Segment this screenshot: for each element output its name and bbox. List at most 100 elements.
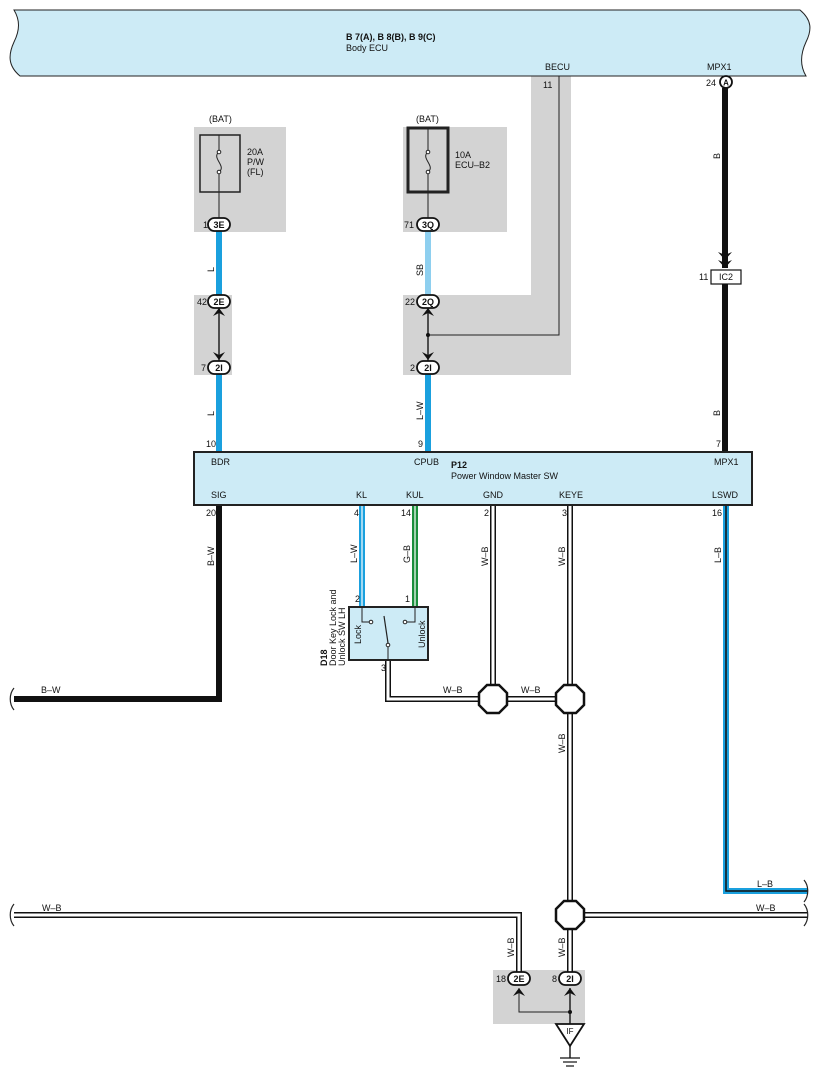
connector-2i-mid-label: 2I	[424, 363, 432, 373]
connector-3q-label: 3Q	[422, 220, 434, 230]
wire-labels: L L SB L–W B B B–W L–W G–B W–B W–B L–B W…	[41, 153, 776, 957]
connector-2i-left-label: 2I	[215, 363, 223, 373]
connector-2i-left-pin: 7	[201, 363, 206, 373]
mpx1-pin-num-ecu: 24	[706, 78, 716, 88]
shade-jc-2q-2i-mid	[403, 76, 571, 375]
connector-2i-mid	[416, 360, 440, 375]
label-b-bottom: B	[712, 410, 722, 416]
pin-num-keye: 3	[562, 508, 567, 518]
fuse-pw-terminal-bottom	[216, 169, 222, 175]
door-switch-unlock: Unlock	[417, 620, 427, 648]
connector-ic2	[710, 269, 742, 285]
label-wb-gnd: W–B	[480, 546, 490, 566]
connector-3e	[207, 217, 231, 232]
fuse-ecu-name: ECU–B2	[455, 160, 490, 170]
pin-label-cpub: CPUB	[414, 457, 439, 467]
connector-2q-label: 2Q	[422, 297, 434, 307]
wire-lb-core	[725, 505, 808, 892]
break-mark-icon	[803, 879, 809, 903]
wire-bw	[14, 505, 222, 702]
arrow-down-icon	[213, 352, 225, 360]
connector-2e-bottom	[507, 971, 531, 986]
connector-2q	[416, 294, 440, 309]
junction-arrows	[213, 252, 732, 996]
label-l-top: L	[206, 267, 216, 272]
fuse-pw-source: (BAT)	[209, 114, 232, 124]
switch-lever	[383, 615, 389, 644]
pin-label-kul: KUL	[406, 490, 424, 500]
connector-2e-top-label: 2E	[213, 297, 224, 307]
pin-label-gnd: GND	[483, 490, 504, 500]
fuse-ecu-terminal-bottom	[425, 169, 431, 175]
connector-2q-pin: 22	[405, 297, 415, 307]
label-lw-kl: L–W	[349, 544, 359, 563]
label-wb-2i: W–B	[557, 937, 567, 957]
label-bw-vert: B–W	[206, 546, 216, 566]
label-lb-vert: L–B	[713, 547, 723, 563]
connector-2i-bottom-label: 2I	[566, 974, 574, 984]
master-sw-id: P12	[451, 460, 467, 470]
becu-pin-label: BECU	[545, 62, 570, 72]
switch-terminal	[402, 619, 408, 625]
label-wb-h2: W–B	[521, 685, 541, 695]
door-switch-lock: Lock	[353, 624, 363, 644]
fuse-pw: (BAT) 20A P/W (FL)	[199, 114, 265, 218]
break-mark-icon	[803, 903, 809, 927]
label-wb-bottom-left: W–B	[42, 903, 62, 913]
connector-3e-pin: 1	[203, 220, 208, 230]
label-wb-keye: W–B	[557, 546, 567, 566]
wire-ground-join	[518, 988, 570, 1013]
pin-label-bdr: BDR	[211, 457, 231, 467]
wire-wb-d18-core	[386, 660, 570, 701]
switch-terminal	[368, 619, 374, 625]
pin-label-keye: KEYE	[559, 490, 583, 500]
master-sw-box	[193, 451, 753, 506]
break-marks	[9, 687, 809, 927]
label-b-top: B	[712, 153, 722, 159]
splice-octagon	[554, 899, 586, 931]
splices	[477, 683, 586, 931]
pin-num-lswd: 16	[712, 508, 722, 518]
wires	[14, 76, 808, 1058]
pin-num-kl: 4	[354, 508, 359, 518]
pin-num-kul: 14	[401, 508, 411, 518]
door-switch-pin-common: 3	[381, 663, 386, 673]
connector-a	[719, 75, 733, 89]
splice-dot	[426, 333, 430, 337]
pin-label-kl: KL	[356, 490, 367, 500]
connector-ic2-label: IC2	[719, 272, 733, 282]
master-sw-name: Power Window Master SW	[451, 471, 559, 481]
ground: IF	[554, 1023, 586, 1067]
fuse-pw-name2: (FL)	[247, 167, 264, 177]
wire-becu	[428, 76, 560, 336]
splice-octagon	[554, 683, 586, 715]
label-lb-horiz: L–B	[757, 879, 773, 889]
pin-num-cpub: 9	[418, 439, 423, 449]
fuse-ecu-terminal-top	[425, 149, 431, 155]
connector-ic2-pin: 11	[699, 272, 708, 282]
power-window-master-sw: P12 Power Window Master SW BDR 10 CPUB 9…	[193, 439, 753, 518]
wire-lb	[723, 505, 808, 894]
pin-label-lswd: LSWD	[712, 490, 739, 500]
fuse-pw-box	[199, 134, 241, 193]
label-sb: SB	[415, 264, 425, 276]
shaded-regions	[194, 76, 585, 1024]
fuse-ecu: (BAT) 10A ECU–B2	[406, 114, 490, 218]
fuse-pw-terminal-top	[216, 149, 222, 155]
body-ecu: B 7(A), B 8(B), B 9(C) Body ECU BECU MPX…	[9, 9, 811, 90]
arrow-down-icon	[422, 352, 434, 360]
label-wb-keye-low: W–B	[557, 733, 567, 753]
connector-pills: 3E 1 3Q 71 2E 42 2I 7 2Q 22 2I 2 A IC2 1…	[197, 75, 742, 986]
pin-num-mpx1: 7	[716, 439, 721, 449]
body-ecu-box	[9, 9, 811, 77]
pin-num-bdr: 10	[206, 439, 216, 449]
label-gb: G–B	[402, 545, 412, 563]
splice-octagon	[477, 683, 509, 715]
door-key-switch: 2 1 3 Lock Unlock D18 Door Key Lock and …	[319, 589, 429, 673]
body-ecu-name: Body ECU	[346, 43, 388, 53]
arrow-up-icon	[422, 308, 434, 316]
connector-a-label: A	[723, 79, 729, 88]
connector-2e-bottom-label: 2E	[513, 974, 524, 984]
wb-wires	[14, 505, 808, 972]
